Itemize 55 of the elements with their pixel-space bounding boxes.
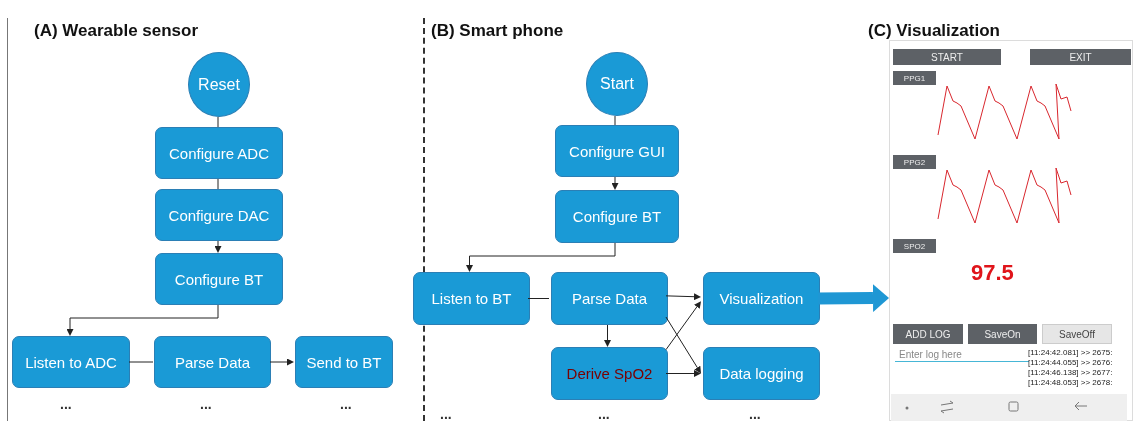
ellipsis: ... <box>749 406 761 421</box>
spo2-value: 97.5 <box>971 260 1014 286</box>
panel-title: (B) Smart phone <box>431 21 564 41</box>
start-circle: Reset <box>188 52 250 117</box>
process-box: Configure BT <box>555 190 679 243</box>
connector-line <box>217 178 219 190</box>
process-box: Configure BT <box>155 253 283 305</box>
app-button: ADD LOG <box>893 324 963 344</box>
process-box: Visualization <box>703 272 820 325</box>
process-box: Parse Data <box>154 336 271 388</box>
arrow <box>466 242 616 272</box>
process-box: Data logging <box>703 347 820 400</box>
app-button: SaveOn <box>968 324 1037 344</box>
connector-line <box>527 298 550 299</box>
log-line: [11:24:48.053] >> 2678: <box>1028 378 1113 388</box>
process-box: Listen to BT <box>413 272 530 325</box>
app-button: SaveOff <box>1042 324 1112 344</box>
process-box: Listen to ADC <box>12 336 130 388</box>
process-box: Parse Data <box>551 272 668 325</box>
log-line: [11:24:42.081] >> 2675: <box>1028 348 1113 358</box>
arrow <box>665 301 701 351</box>
process-box: Configure DAC <box>155 189 283 241</box>
process-box: Send to BT <box>295 336 393 388</box>
arrow <box>214 240 222 253</box>
ellipsis: ... <box>60 396 72 412</box>
connector-line <box>614 115 616 126</box>
arrow <box>66 304 219 336</box>
arrow <box>611 176 619 190</box>
block-arrow <box>817 284 889 313</box>
app-button: START <box>893 49 1001 65</box>
arrow <box>269 358 294 366</box>
process-box: Configure GUI <box>555 125 679 177</box>
ellipsis: ... <box>200 396 212 412</box>
channel-tag: PPG2 <box>893 155 936 169</box>
connector-line <box>217 116 219 128</box>
arrow <box>665 370 701 377</box>
panel-title: (A) Wearable sensor <box>34 21 199 41</box>
arrow <box>665 293 701 301</box>
app-button: EXIT <box>1030 49 1131 65</box>
channel-tag: SPO2 <box>893 239 936 253</box>
connector-line <box>128 361 154 363</box>
ellipsis: ... <box>440 406 452 421</box>
channel-tag: PPG1 <box>893 71 936 85</box>
arrow <box>604 324 611 347</box>
input-field: Enter log here <box>895 348 1029 362</box>
panel-title: (C) Visualization <box>868 21 1000 41</box>
start-circle: Start <box>586 52 648 116</box>
ellipsis: ... <box>340 396 352 412</box>
log-line: [11:24:46.138] >> 2677: <box>1028 368 1113 378</box>
arrow <box>665 316 701 374</box>
phone-screen <box>889 40 1133 421</box>
process-box: Derive SpO2 <box>551 347 668 400</box>
log-line: [11:24:44.055] >> 2676: <box>1028 358 1113 368</box>
ellipsis: ... <box>598 406 610 421</box>
process-box: Configure ADC <box>155 127 283 179</box>
